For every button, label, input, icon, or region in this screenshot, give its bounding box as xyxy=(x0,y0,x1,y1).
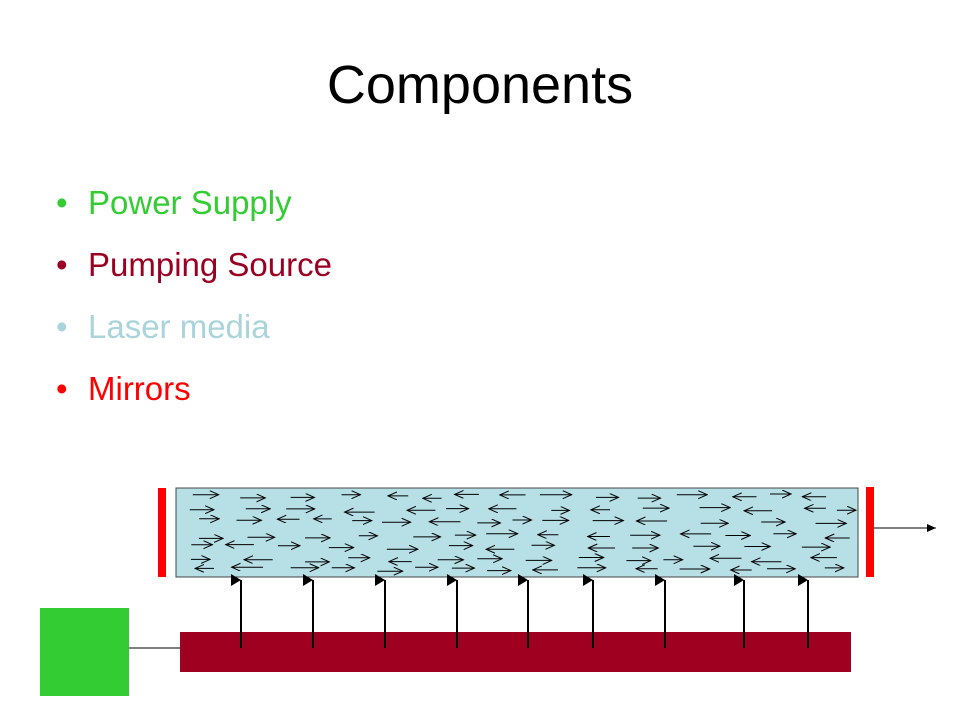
bullet-icon: • xyxy=(56,184,68,221)
bullet-icon: • xyxy=(56,246,68,283)
bullet-icon: • xyxy=(56,370,68,407)
component-label: Laser media xyxy=(88,308,270,345)
component-item-pumping-source: • Pumping Source xyxy=(56,234,332,296)
component-list: • Power Supply • Pumping Source • Laser med… xyxy=(56,172,332,420)
component-label: Power Supply xyxy=(88,184,292,221)
laser-medium-tube xyxy=(175,487,859,578)
left-mirror xyxy=(158,488,166,577)
component-item-laser-media: • Laser media xyxy=(56,296,332,358)
component-label: Mirrors xyxy=(88,370,191,407)
power-supply-block xyxy=(40,608,129,696)
slide-title: Components xyxy=(326,55,634,115)
pump-arrows xyxy=(231,574,809,648)
component-item-mirrors: • Mirrors xyxy=(56,358,332,420)
right-mirror xyxy=(866,487,874,577)
component-label: Pumping Source xyxy=(88,246,332,283)
bullet-icon: • xyxy=(56,308,68,345)
photon-arrows xyxy=(189,494,856,571)
component-item-power-supply: • Power Supply xyxy=(56,172,332,234)
pumping-source-bar xyxy=(180,632,851,672)
